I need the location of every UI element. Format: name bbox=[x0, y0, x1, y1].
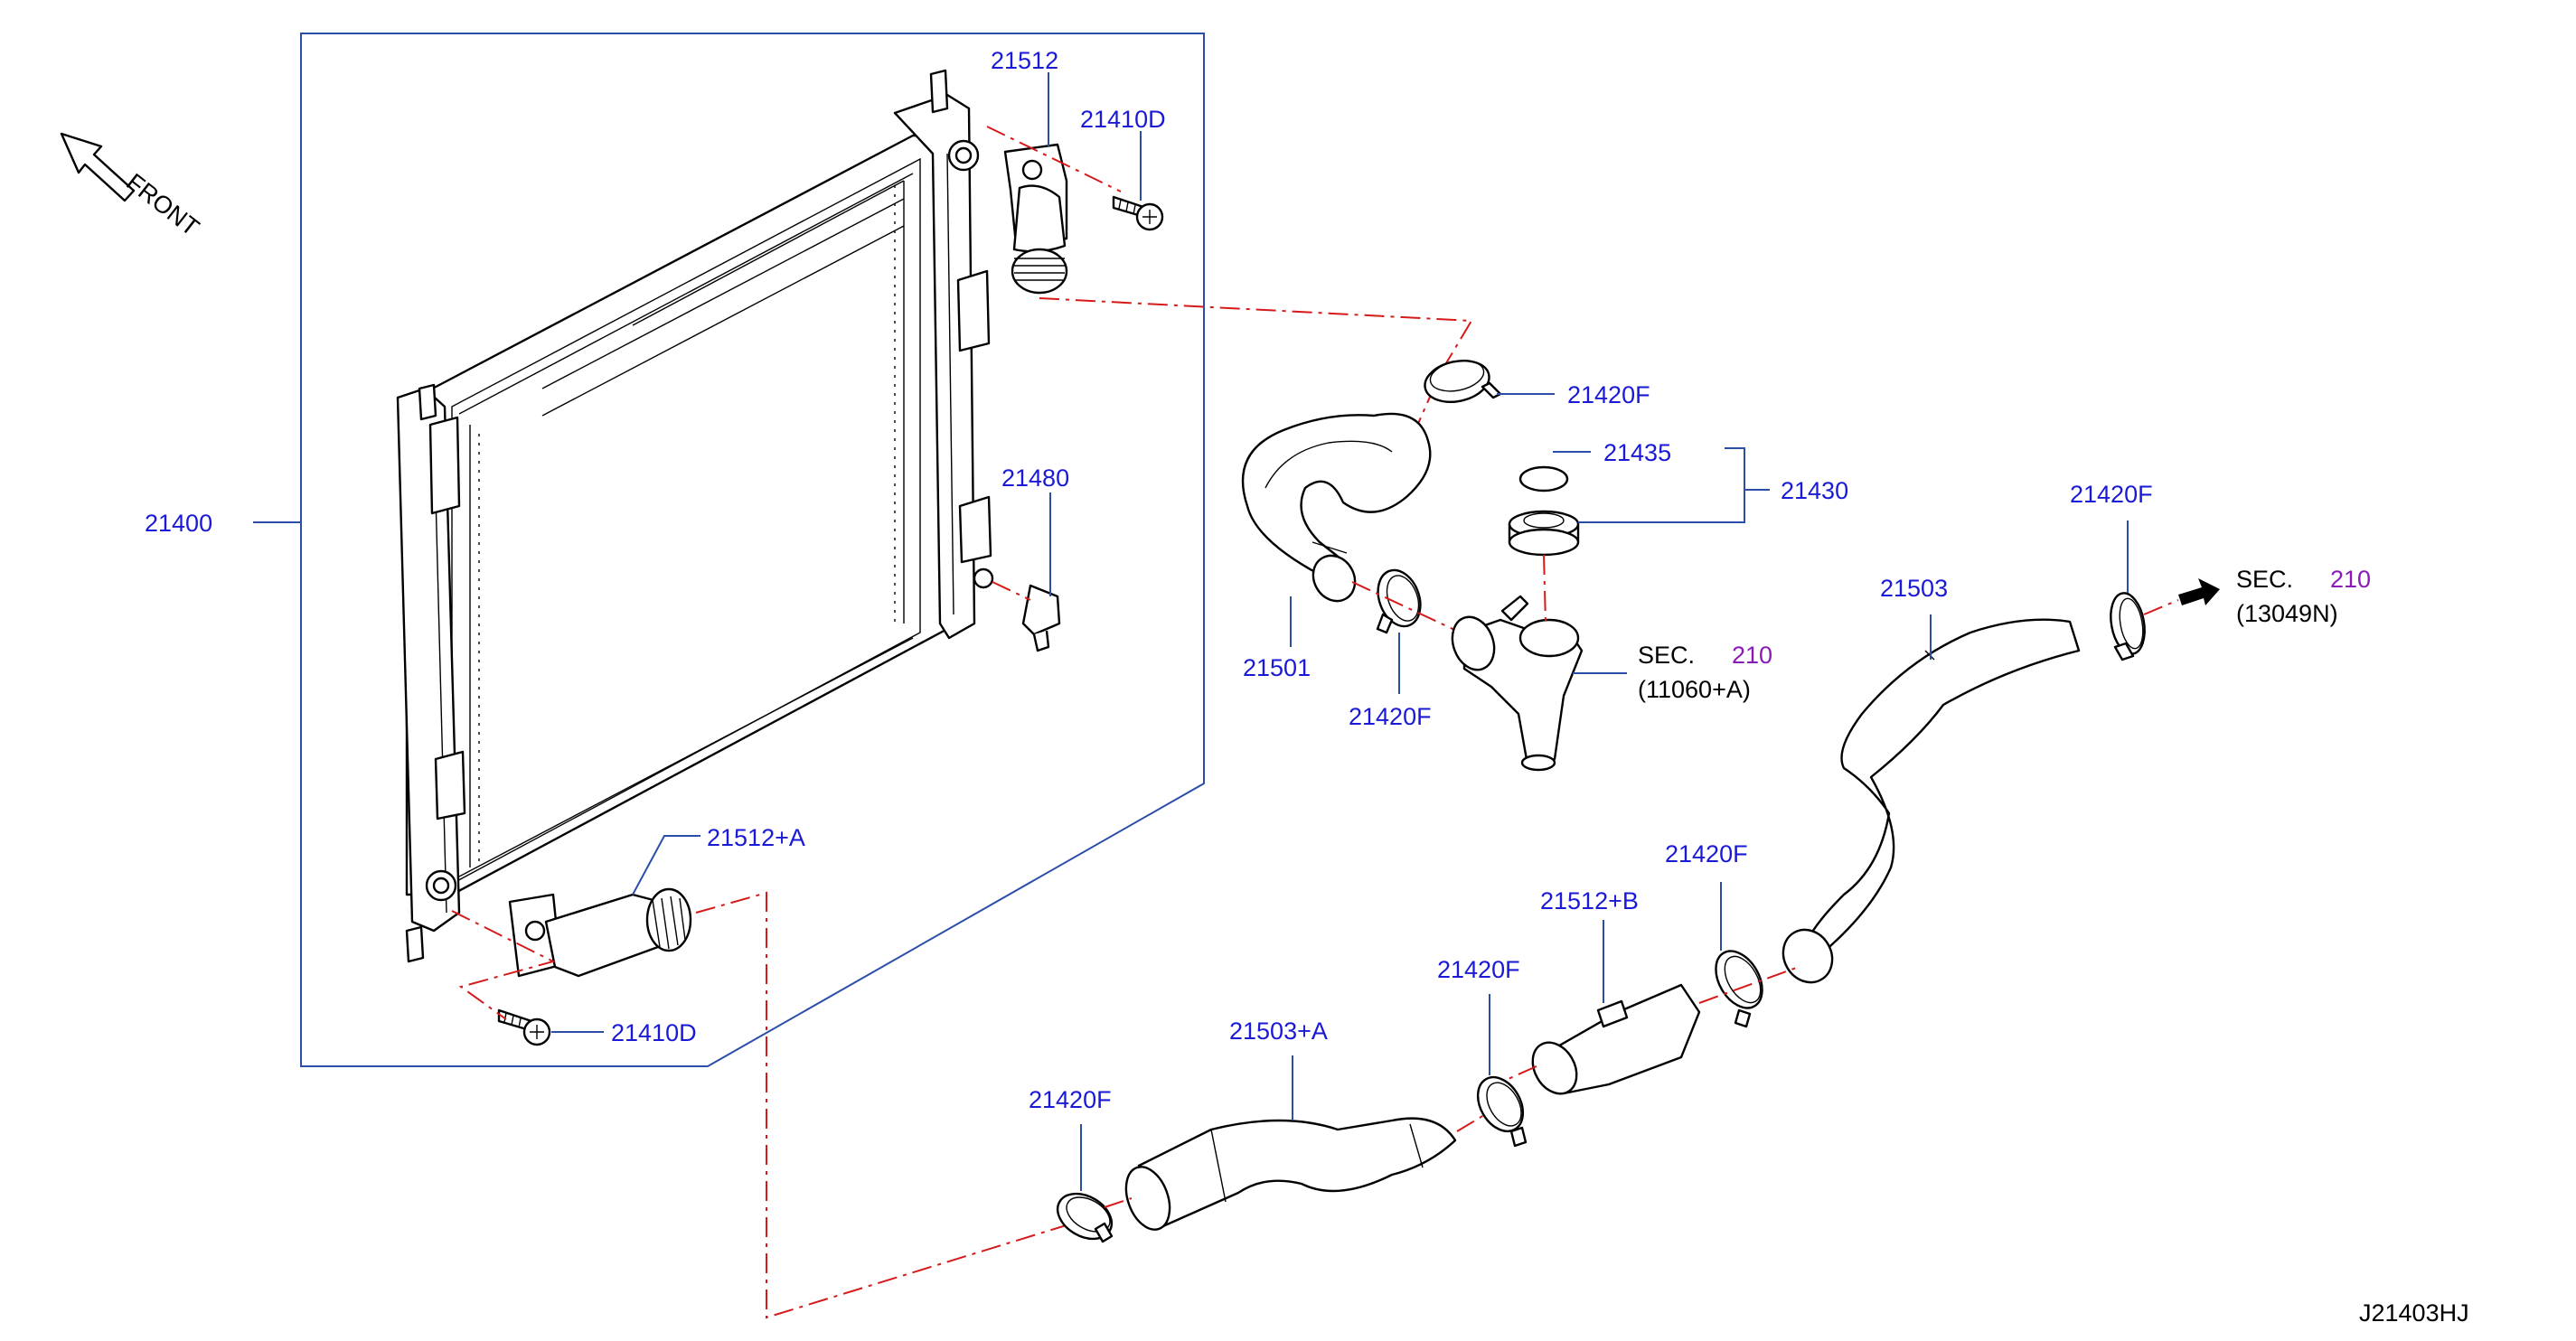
reference-prefix-13049: SEC. bbox=[2236, 566, 2293, 593]
leader-21512A bbox=[632, 835, 700, 896]
part-number-21501: 21501 bbox=[1243, 654, 1311, 681]
part-number-21420F-upper-1: 21420F bbox=[1567, 381, 1650, 408]
reference-section-11060: 210 bbox=[1732, 642, 1772, 669]
upper-hose-21501 bbox=[1241, 412, 1432, 603]
diagram-code: J21403HJ bbox=[2359, 1299, 2469, 1327]
lower-hose-21503A bbox=[1124, 1117, 1457, 1231]
reference-section-13049: 210 bbox=[2330, 566, 2371, 593]
lower-outlet-21512A bbox=[508, 887, 692, 978]
part-number-21420F-lower-end: 21420F bbox=[2070, 481, 2153, 508]
clamp-21420F-connector-upper bbox=[1715, 950, 1763, 1028]
radiator-assembly-boundary bbox=[300, 33, 1205, 1067]
chain-connector-to-clamp bbox=[1503, 1065, 1537, 1082]
reference-code-11060: (11060+A) bbox=[1638, 676, 1751, 703]
bolt-lower-21410D bbox=[497, 1008, 551, 1046]
front-label: FRONT bbox=[121, 168, 204, 241]
drain-cock-21480 bbox=[973, 567, 1061, 652]
part-number-21435: 21435 bbox=[1603, 439, 1671, 466]
part-number-21512: 21512 bbox=[991, 47, 1058, 74]
chain-hose-to-connector bbox=[1456, 1114, 1485, 1132]
part-number-21400: 21400 bbox=[145, 510, 212, 537]
water-outlet-housing bbox=[1451, 595, 1584, 772]
chain-lower-outlet-to-hose bbox=[695, 891, 1073, 1319]
part-number-21503A: 21503+A bbox=[1229, 1017, 1328, 1045]
chain-bolt-upper bbox=[986, 126, 1122, 192]
chain-cap-to-housing bbox=[1543, 554, 1547, 624]
connector-21512B bbox=[1531, 983, 1701, 1095]
upper-outlet-21512 bbox=[1003, 143, 1068, 295]
chain-drain bbox=[992, 581, 1031, 601]
clamp-21420F-lower-end bbox=[2110, 592, 2146, 661]
part-number-21420F-upper-2: 21420F bbox=[1349, 703, 1432, 730]
chain-upper-outlet-to-hose bbox=[1039, 297, 1473, 435]
chain-clamp-to-hose-a bbox=[1104, 1197, 1133, 1208]
bolt-upper-21410D bbox=[1112, 195, 1164, 231]
clamp-21420F-lower-a bbox=[1056, 1192, 1114, 1243]
part-number-21512A: 21512+A bbox=[707, 824, 805, 851]
reference-prefix-11060: SEC. bbox=[1638, 642, 1695, 669]
part-number-21420F-connector-lower: 21420F bbox=[1437, 956, 1520, 983]
radiator-core bbox=[396, 69, 992, 963]
chain-bolt-lower bbox=[451, 910, 556, 1020]
part-number-21480: 21480 bbox=[1001, 464, 1069, 492]
radiator-cap-21430 bbox=[1508, 510, 1580, 557]
heater-arrow-icon bbox=[2178, 578, 2220, 605]
leader-21430 bbox=[1578, 447, 1745, 523]
part-number-21410D-upper: 21410D bbox=[1080, 106, 1166, 133]
chain-lower-hose-to-heater bbox=[2143, 599, 2179, 615]
part-number-21420F-lower-a: 21420F bbox=[1029, 1086, 1112, 1113]
part-number-21430: 21430 bbox=[1781, 477, 1848, 504]
part-number-21512B: 21512+B bbox=[1540, 887, 1639, 914]
cap-seal-21435 bbox=[1518, 465, 1569, 492]
part-number-21503: 21503 bbox=[1880, 575, 1948, 602]
clamp-21420F-connector-lower bbox=[1476, 1075, 1528, 1148]
part-number-21420F-connector-upper: 21420F bbox=[1665, 840, 1748, 867]
reference-code-13049: (13049N) bbox=[2236, 600, 2338, 627]
chain-connector-to-hose bbox=[1698, 966, 1800, 1004]
lower-hose-21503 bbox=[1782, 618, 2081, 984]
part-number-21410D-lower: 21410D bbox=[611, 1019, 697, 1046]
front-arrow-icon bbox=[60, 132, 136, 202]
clamp-21420F-upper-2 bbox=[1376, 568, 1422, 634]
clamp-21420F-upper-1 bbox=[1424, 360, 1502, 403]
